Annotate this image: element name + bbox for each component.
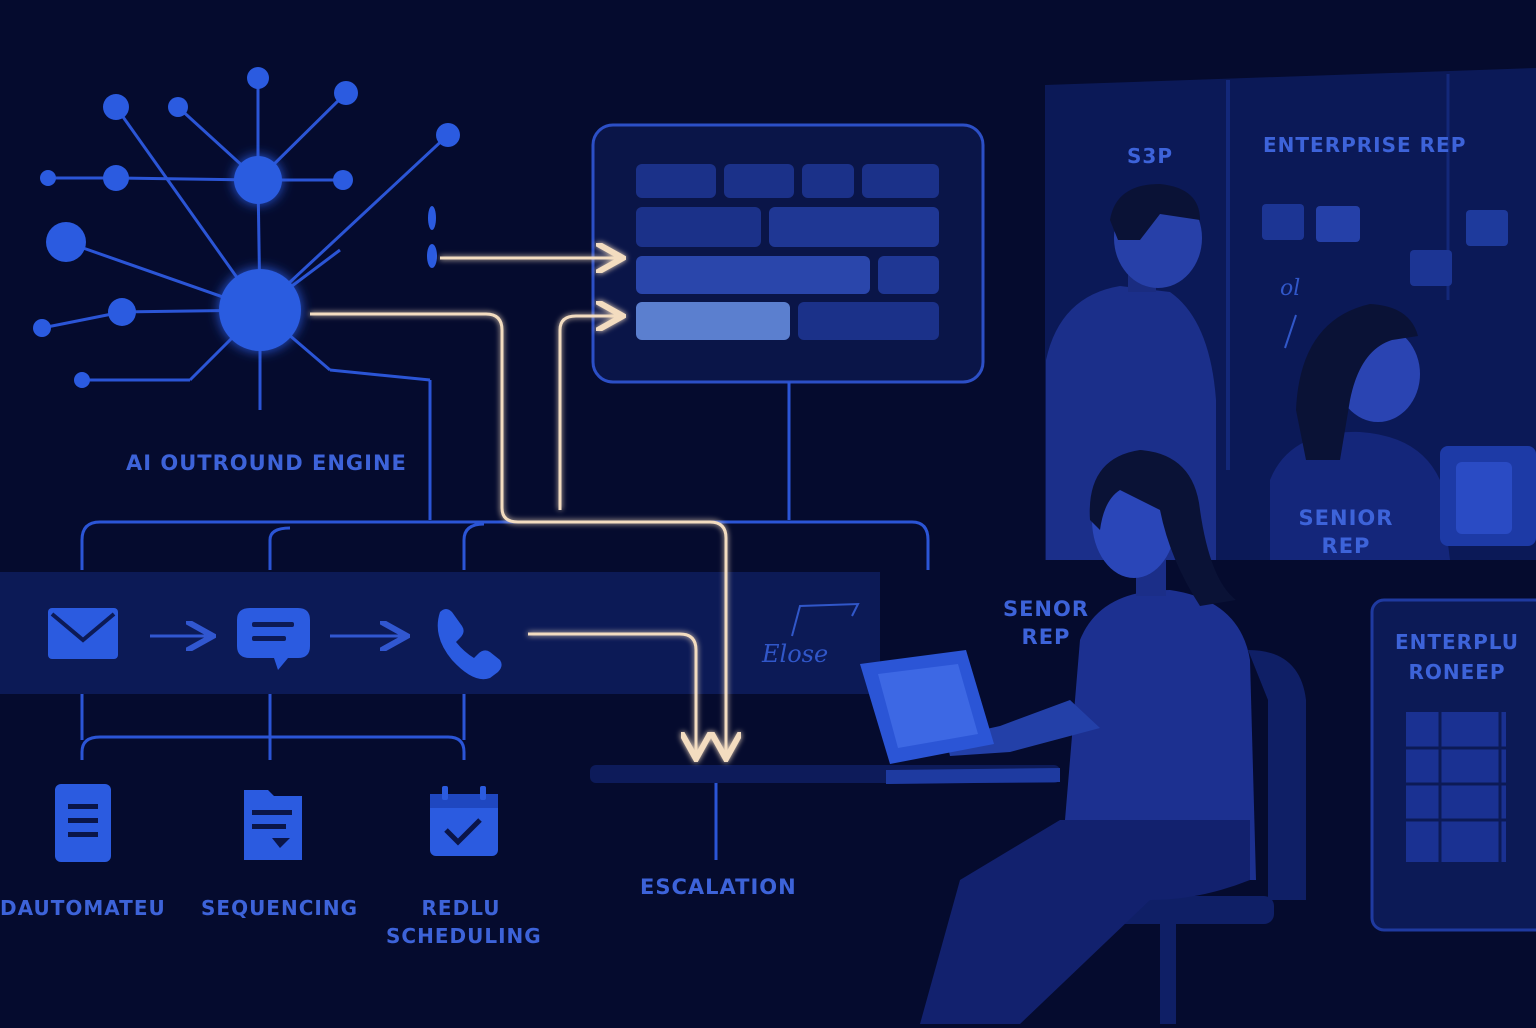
- network-node: [334, 81, 358, 105]
- senor-rep-label-line1: SENOR: [1002, 597, 1090, 621]
- network-node: [333, 170, 353, 190]
- engine-nodes: [33, 67, 460, 388]
- engine-core-node: [219, 269, 301, 351]
- side-panel: [1370, 598, 1536, 932]
- side-panel-label: ENTERPLU RONEEP: [1392, 630, 1522, 684]
- escalation-note: Elose: [762, 640, 829, 668]
- network-node: [40, 170, 56, 186]
- senior-rep-label: SENIOR REP: [1296, 506, 1396, 558]
- dashboard-row-highlight: [636, 256, 870, 294]
- branch-connectors: [80, 520, 930, 860]
- board-sticky-note: [1466, 210, 1508, 246]
- flow-arrows: [310, 258, 726, 756]
- board-sticky-note: [1410, 250, 1452, 286]
- dashboard-screen: [591, 123, 985, 520]
- board-sticky-note: [1316, 206, 1360, 242]
- senor-rep-label: SENOR REP: [996, 597, 1096, 649]
- board-sticky-note: [1262, 204, 1304, 240]
- side-panel-label-line2: RONEEP: [1408, 660, 1506, 684]
- network-hub-node: [234, 156, 282, 204]
- phone-icon: [437, 609, 502, 680]
- network-node: [74, 372, 90, 388]
- person-senior-rep-right: [1270, 304, 1536, 560]
- network-node: [108, 298, 136, 326]
- network-node: [168, 97, 188, 117]
- network-node: [247, 67, 269, 89]
- engine-label: AI OUTROUND ENGINE: [126, 451, 407, 475]
- board-scribble: ol: [1280, 276, 1301, 301]
- network-node: [46, 222, 86, 262]
- network-node: [436, 123, 460, 147]
- board-column-right: ENTERPRISE REP: [1263, 133, 1467, 157]
- capability-label-sequencing: SEQUENCING: [201, 896, 358, 920]
- folder-sequence-icon: [244, 790, 302, 860]
- network-node: [33, 319, 51, 337]
- person-seated-laptop: [860, 450, 1306, 1024]
- network-node: [103, 165, 129, 191]
- chat-bubble-icon: [237, 608, 310, 670]
- capability-label-automate: DAUTOMATEU: [0, 896, 166, 920]
- calendar-check-icon: [430, 786, 498, 856]
- senor-rep-label-line2: REP: [1021, 625, 1071, 649]
- capability-label-scheduling-line1: REDLU: [421, 896, 501, 920]
- capability-label-scheduling: REDLU SCHEDULING: [386, 896, 542, 948]
- network-node: [103, 94, 129, 120]
- senior-rep-label-line2: REP: [1321, 534, 1371, 558]
- dashboard-row-selected: [636, 302, 790, 340]
- side-panel-label-line1: ENTERPLU: [1394, 630, 1520, 654]
- escalation-sketch: [791, 602, 860, 637]
- senior-rep-label-line1: SENIOR: [1298, 506, 1394, 530]
- escalation-label: ESCALATION: [640, 875, 797, 899]
- board-column-left: S3P: [1127, 144, 1173, 168]
- capability-label-scheduling-line2: SCHEDULING: [386, 924, 542, 948]
- email-icon: [48, 608, 118, 659]
- document-icon: [55, 784, 111, 862]
